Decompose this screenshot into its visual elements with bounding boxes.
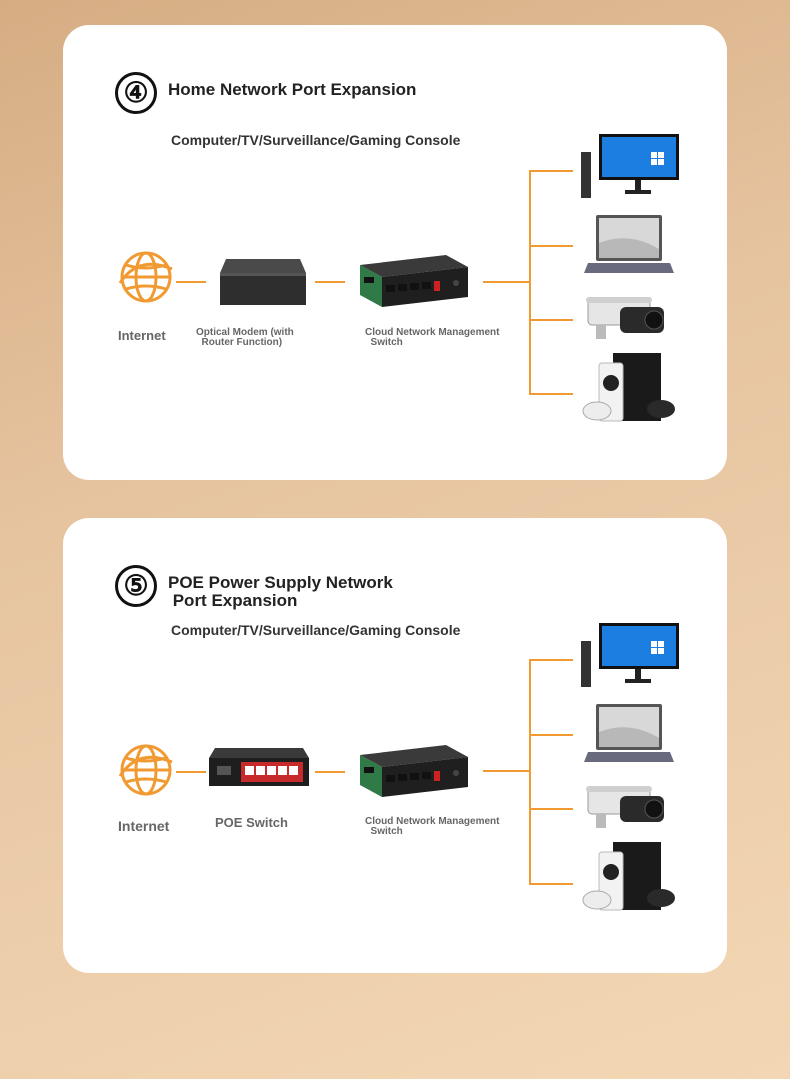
- connector-trunk: [529, 170, 531, 394]
- console-icon: [582, 842, 675, 911]
- monitor-icon: [581, 134, 679, 198]
- globe-icon: [118, 744, 173, 796]
- router-icon: [220, 259, 306, 305]
- connector-branch: [529, 734, 573, 736]
- section-card-5: ⑤ POE Power Supply Network Port Expansio…: [63, 518, 727, 973]
- connector-branch: [529, 883, 573, 885]
- poe-switch-label: POE Switch: [215, 815, 288, 830]
- section-title-5: POE Power Supply Network Port Expansion: [168, 573, 393, 610]
- devices-caption-4: Computer/TV/Surveillance/Gaming Console: [171, 132, 461, 148]
- switch-label: Cloud Network Management Switch: [365, 327, 500, 348]
- globe-icon: [118, 251, 173, 303]
- laptop-icon: [584, 704, 674, 762]
- section-title-4: Home Network Port Expansion: [168, 80, 417, 99]
- connector-branch: [529, 393, 573, 395]
- devices-caption-5: Computer/TV/Surveillance/Gaming Console: [171, 622, 461, 638]
- connector-line: [315, 771, 345, 773]
- connector-line: [176, 771, 206, 773]
- camera-icon: [586, 297, 664, 339]
- switch-label: Cloud Network Management Switch: [365, 816, 500, 837]
- connector-branch: [529, 245, 573, 247]
- section-card-4: ④ Home Network Port Expansion Computer/T…: [63, 25, 727, 480]
- laptop-icon: [584, 215, 674, 273]
- internet-label: Internet: [118, 818, 170, 834]
- switch-icon: [360, 745, 468, 797]
- console-icon: [582, 353, 675, 422]
- connector-line: [315, 281, 345, 283]
- monitor-icon: [581, 623, 679, 687]
- camera-icon: [586, 786, 664, 828]
- connector-line: [483, 281, 529, 283]
- connector-branch: [529, 659, 573, 661]
- section-number-4: ④: [115, 72, 157, 114]
- connector-branch: [529, 170, 573, 172]
- connector-trunk: [529, 659, 531, 885]
- connector-branch: [529, 808, 573, 810]
- connector-branch: [529, 319, 573, 321]
- section-number-5: ⑤: [115, 565, 157, 607]
- connector-line: [483, 770, 529, 772]
- connector-line: [176, 281, 206, 283]
- switch-icon: [360, 255, 468, 307]
- internet-label: Internet: [118, 328, 166, 343]
- modem-label: Optical Modem (with Router Function): [196, 327, 294, 348]
- poe-switch-icon: [209, 748, 309, 786]
